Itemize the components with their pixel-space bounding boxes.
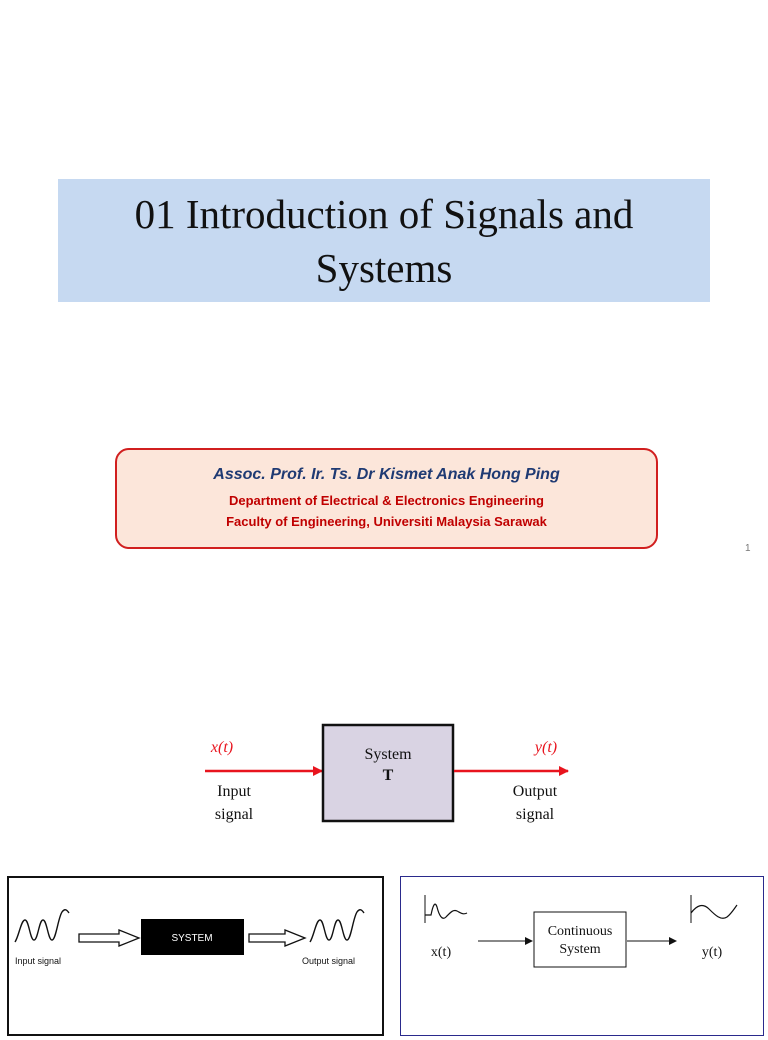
output-label-2: signal [516,806,555,823]
continuous-system-box-label-1: Continuous [548,924,613,939]
system-box-label: System [364,746,412,763]
input-symbol: x(t) [210,739,233,756]
system-illustration-panel: SYSTEM Input signal Output signal [7,876,384,1036]
continuous-system-diagram: x(t) Continuous System y(t) [424,895,738,968]
output-waveform-icon [690,904,738,919]
input-label-2: signal [215,806,254,823]
continuous-output-label: y(t) [702,945,723,960]
output-wave-icon [309,909,365,943]
continuous-input-label: x(t) [431,945,452,960]
continuous-system-box [533,911,627,968]
system-block-diagram: x(t) Input signal System T y(t) Output s… [205,723,569,823]
continuous-system-box-label-2: System [559,942,600,957]
input-wave-icon [14,909,70,943]
system-black-box [141,919,244,955]
hollow-arrow-icon [248,929,307,947]
system-illustration-diagram: SYSTEM Input signal Output signal [14,909,365,966]
title-banner: 01 Introduction of Signals and Systems [58,179,710,302]
author-department: Department of Electrical & Electronics E… [229,493,544,508]
page-number: 1 [745,543,751,554]
output-label-1: Output [513,783,558,800]
author-name: Assoc. Prof. Ir. Ts. Dr Kismet Anak Hong… [213,466,560,483]
output-symbol: y(t) [533,739,557,756]
input-label-1: Input [217,783,251,800]
input-signal-label: Input signal [15,956,61,966]
continuous-output-arrowhead [669,937,677,945]
output-signal-label: Output signal [302,956,355,966]
author-faculty: Faculty of Engineering, Universiti Malay… [226,514,547,529]
hollow-arrow-icon [78,929,141,947]
continuous-input-arrowhead [525,937,533,945]
title-line-2: Systems [315,244,453,291]
author-box: Assoc. Prof. Ir. Ts. Dr Kismet Anak Hong… [115,448,658,549]
system-box [321,723,455,823]
system-black-box-label: SYSTEM [171,933,212,944]
title-line-1: 01 Introduction of Signals and [134,190,634,237]
input-waveform-icon [425,903,468,919]
system-box-symbol: T [383,767,394,784]
continuous-system-panel: x(t) Continuous System y(t) [400,876,764,1036]
